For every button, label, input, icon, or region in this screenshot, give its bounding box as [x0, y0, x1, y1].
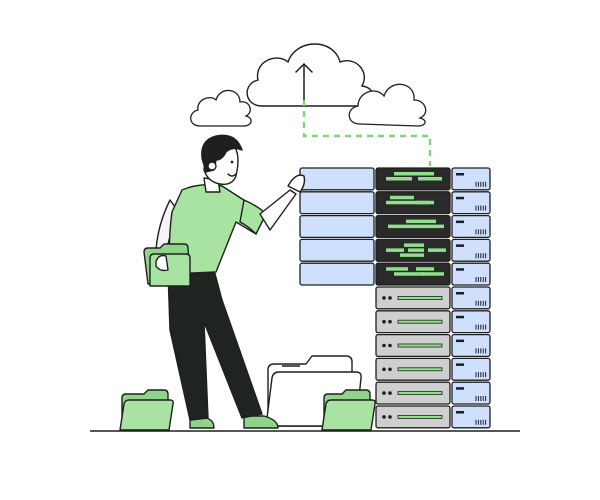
server-screen-bar [416, 200, 434, 205]
server-screen-bar [386, 267, 408, 271]
server-side-slot [456, 173, 464, 176]
server-screen-bar [386, 177, 412, 181]
server-screen-bar [400, 253, 424, 257]
server-drawer-blue [299, 262, 375, 286]
server-side-panel [451, 405, 491, 429]
server-side-slot [456, 268, 464, 271]
server-drawer-blue [299, 167, 375, 191]
server-screen-bar [386, 248, 404, 252]
server-screen-bar [394, 272, 424, 276]
person-front-arm [259, 189, 297, 231]
server-led [388, 367, 392, 372]
server-side-panel [451, 191, 491, 215]
folder-icon-green-middle [321, 389, 376, 431]
server-led [388, 343, 392, 348]
person-pants [167, 269, 263, 421]
server-led [388, 391, 392, 395]
server-screen-bar [428, 248, 446, 252]
cloud-icon-large [246, 43, 374, 107]
server-led [388, 415, 392, 419]
server-side-slot [456, 411, 464, 414]
server-screen-bar [404, 243, 424, 247]
folder-icon-held-front [149, 253, 191, 287]
server-side-panel [451, 262, 491, 286]
server-led [382, 391, 386, 395]
server-led [382, 343, 386, 348]
server-screen-bar [406, 219, 436, 224]
server-side-slot [456, 220, 464, 224]
server-screen-bar [386, 200, 430, 205]
server-side-slot [456, 196, 464, 200]
server-drawer-blue [299, 238, 375, 262]
server-status-bar [397, 391, 443, 396]
server-side-slot [456, 363, 464, 366]
server-screen-bar [394, 172, 434, 176]
server-side-slot [456, 339, 464, 343]
server-side-slot [456, 244, 464, 247]
server-status-bar [397, 367, 443, 372]
person-figure [143, 134, 306, 429]
server-side-panel [451, 167, 491, 191]
person-eye [230, 160, 234, 164]
server-side-slot [456, 315, 464, 319]
person-ear [207, 161, 217, 171]
server-screen-bar [418, 177, 442, 181]
server-screen-bar [390, 195, 414, 200]
server-side-panel [451, 238, 491, 262]
cloud-icon-right [348, 83, 427, 127]
person-smile [227, 173, 237, 177]
server-side-panel [451, 286, 491, 310]
server-screen-bar [388, 224, 444, 229]
server-screen-bar [416, 267, 434, 271]
server-side-panel [451, 333, 491, 358]
server-status-bar [397, 319, 443, 324]
server-status-bar [397, 295, 443, 300]
server-led [388, 296, 392, 300]
server-led [382, 296, 386, 300]
person-sleeve [239, 199, 267, 235]
server-side-panel [451, 310, 491, 334]
cloud-icon-left [190, 89, 252, 127]
server-led [388, 319, 392, 324]
person-shirt [168, 183, 265, 275]
server-led [382, 319, 386, 324]
person-back-hand [155, 254, 169, 272]
upload-connection-dashed-line [302, 100, 432, 166]
server-screen-bar [408, 248, 424, 252]
server-led [382, 415, 386, 419]
server-drawer-blue [299, 191, 375, 215]
server-status-bar [397, 414, 443, 419]
server-side-panel [451, 381, 491, 405]
server-drawer-blue [299, 214, 375, 239]
server-side-slot [456, 387, 464, 390]
person-right-shoe [243, 415, 279, 429]
server-status-bar [397, 343, 443, 348]
person-hand [287, 174, 306, 193]
server-rack-icon [299, 167, 491, 429]
server-side-slot [456, 292, 464, 295]
server-screen-bar [422, 272, 444, 276]
folder-icon-green-left [119, 389, 174, 431]
upload-arrow-icon [295, 63, 313, 101]
server-led [382, 367, 386, 372]
server-side-panel [451, 357, 491, 381]
server-side-panel [451, 214, 491, 239]
